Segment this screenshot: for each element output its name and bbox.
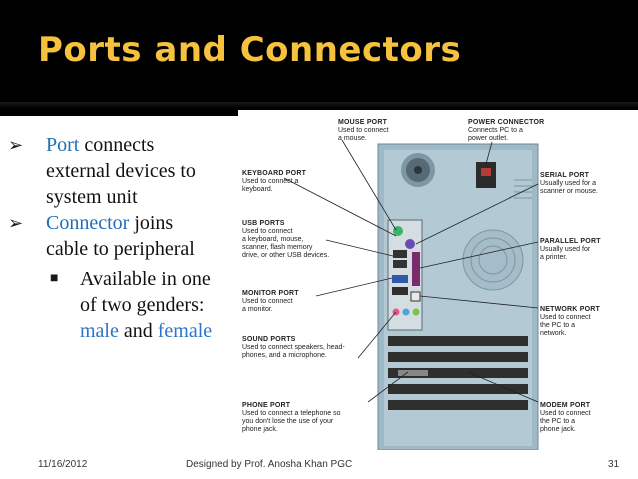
bullet-text: external devices to [46,160,196,182]
footer-credit: Designed by Prof. Anosha Khan PGC [186,459,352,470]
keyword-port: Port [46,134,79,156]
bullet-list: ➢ Port connects external devices to syst… [6,132,242,344]
title-bar: Ports and Connectors [0,0,638,116]
bullet-text: connects [79,134,154,156]
bullet-text: system unit [46,186,138,208]
sub-bullet-text: of two genders: [80,294,204,316]
keyword-female: female [158,320,212,342]
arrow-bullet-icon: ➢ [8,210,23,236]
bullet-text: cable to peripheral [46,238,195,260]
label-modem-port: MODEM PORT Used to connect the PC to a p… [540,402,591,434]
slide-title: Ports and Connectors [38,30,461,70]
pc-back-illustration [238,110,638,450]
bullet-connector: ➢ Connector joins cable to peripheral [6,210,242,262]
label-parallel-port: PARALLEL PORT Usually used for a printer… [540,238,601,262]
sub-bullet-genders: ■ Available in one of two genders: male … [6,266,242,344]
bullet-text: joins [129,212,173,234]
footer-page-number: 31 [608,459,619,470]
label-usb-ports: USB PORTS Used to connect a keyboard, mo… [242,220,329,260]
label-network-port: NETWORK PORT Used to connect the PC to a… [540,306,600,338]
label-sound-ports: SOUND PORTS Used to connect speakers, he… [242,336,345,360]
pc-ports-diagram: MOUSE PORT Used to connect a mouse. POWE… [238,110,638,450]
bullet-port: ➢ Port connects external devices to syst… [6,132,242,210]
arrow-bullet-icon: ➢ [8,132,23,158]
keyword-connector: Connector [46,212,129,234]
sub-bullet-text: and [119,320,158,342]
label-mouse-port: MOUSE PORT Used to connect a mouse. [338,119,389,143]
label-phone-port: PHONE PORT Used to connect a telephone s… [242,402,340,434]
label-power-connector: POWER CONNECTOR Connects PC to a power o… [468,119,544,143]
square-bullet-icon: ■ [50,266,58,292]
label-keyboard-port: KEYBOARD PORT Used to connect a keyboard… [242,170,306,194]
label-serial-port: SERIAL PORT Usually used for a scanner o… [540,172,598,196]
label-monitor-port: MONITOR PORT Used to connect a monitor. [242,290,299,314]
keyword-male: male [80,320,119,342]
sub-bullet-text: Available in one [80,268,211,290]
footer-date: 11/16/2012 [38,459,87,470]
